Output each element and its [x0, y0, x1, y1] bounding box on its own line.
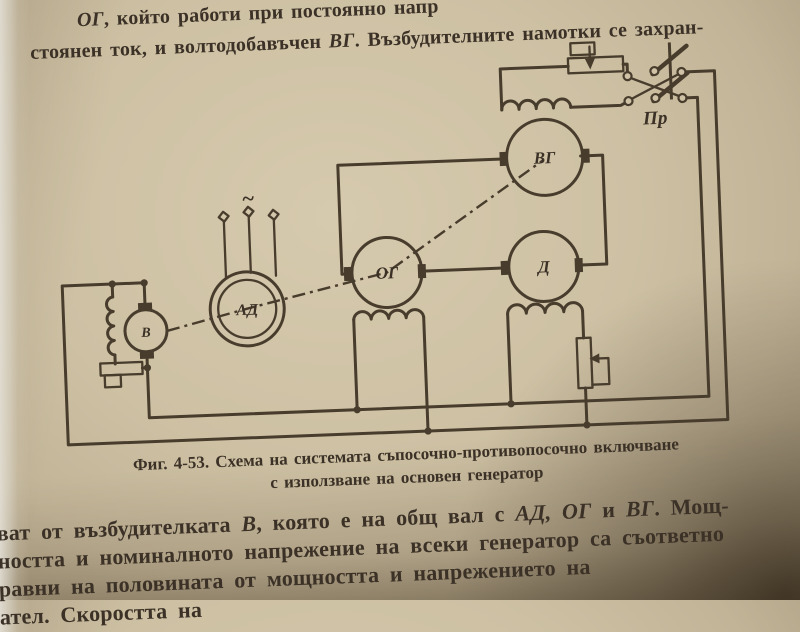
- junction-dot: [583, 421, 590, 428]
- switch-contact-mid-bottom: [651, 94, 659, 102]
- machine-ref-v: В: [241, 511, 257, 537]
- switch-tie-bar: [669, 42, 671, 99]
- d-terminal-right: [575, 258, 584, 272]
- book-page-photo: { "colors": { "ink": "#3b3126", "line": …: [0, 0, 800, 600]
- vg-rheostat-slider: [570, 42, 594, 55]
- bottom-line1-d: . Мощ-: [654, 493, 729, 521]
- d-field-coil: [507, 302, 582, 314]
- machine-ref-ad-og: АД, ОГ: [515, 498, 592, 526]
- og-label: ОГ: [375, 263, 399, 283]
- machines: ВГ ОГ Д АД В: [117, 118, 596, 360]
- wiring: [55, 61, 728, 445]
- switch-contact-left-bottom: [624, 97, 632, 105]
- wire-phase-1: [224, 222, 226, 278]
- switch-contact-mid-top: [650, 67, 658, 75]
- bottom-line1-c: и: [591, 496, 626, 522]
- og-field-coil: [353, 309, 423, 320]
- motor-d: Д: [500, 230, 585, 303]
- wire-coil-to-switch: [571, 102, 627, 107]
- reversing-switch-pr: Пр: [622, 42, 689, 130]
- d-rheostat-tap: [591, 358, 609, 385]
- switch-contact-right-bottom: [678, 94, 686, 102]
- wire-lower-bus: [55, 71, 728, 445]
- v-field-coil: [106, 297, 115, 355]
- wire-og-field-left: [354, 320, 357, 410]
- d-label: Д: [536, 257, 552, 277]
- vg-terminal-left: [499, 152, 508, 166]
- switch-contact-left-top: [623, 72, 631, 80]
- ac-supply-symbol: ~: [241, 186, 255, 211]
- vg-rheostat-arrowhead: [585, 58, 595, 69]
- generator-og: ОГ: [343, 236, 428, 309]
- junction-dot: [353, 406, 360, 413]
- rotated-page-content: ОГ, който работи при постоянно напр стоя…: [0, 0, 800, 615]
- og-terminal-right: [418, 264, 427, 278]
- wire-d-field-right-bottom: [586, 388, 587, 425]
- wire-phase-3: [274, 220, 276, 276]
- machine-ref-vg2: ВГ: [625, 495, 654, 521]
- d-terminal-left: [501, 261, 510, 275]
- vg-field-coil: [501, 99, 570, 110]
- phase-terminal-3: [269, 210, 279, 220]
- pr-label: Пр: [642, 108, 668, 130]
- async-motor-ad: АД: [209, 270, 286, 347]
- wire-og-d: [420, 268, 507, 271]
- v-terminal-top: [138, 303, 152, 312]
- v-terminal-bottom: [140, 350, 154, 359]
- v-label: В: [140, 326, 151, 341]
- junction-dot: [424, 427, 431, 434]
- vg-label: ВГ: [532, 148, 556, 168]
- exciter-v: В: [124, 302, 168, 360]
- wire-og-field-right: [424, 317, 428, 431]
- og-terminal-left: [344, 267, 353, 281]
- phase-terminals: ~: [218, 185, 279, 222]
- vg-field-rheostat: [568, 56, 624, 73]
- phase-terminal-1: [219, 212, 229, 222]
- rheostats: [89, 41, 636, 406]
- generator-vg: ВГ: [498, 118, 591, 197]
- ad-label: АД: [235, 301, 260, 319]
- junction-dot: [140, 279, 147, 286]
- v-field-rheostat: [100, 362, 142, 376]
- wire-upper-bus: [138, 97, 709, 417]
- wire-loop-left: [338, 159, 507, 274]
- vg-terminal-right: [581, 149, 590, 163]
- v-rheostat-slider: [105, 375, 121, 388]
- junction-dot: [144, 364, 151, 371]
- vg-rheostat-arrow: [589, 47, 590, 61]
- wire-d-field-left: [508, 314, 511, 404]
- wire-d-field-right-top: [583, 311, 584, 338]
- junction-dot: [507, 400, 514, 407]
- wire-phase-2: [249, 217, 251, 273]
- d-field-rheostat: [577, 338, 593, 389]
- switch-contact-right-top: [677, 68, 685, 76]
- junction-dot: [108, 280, 115, 287]
